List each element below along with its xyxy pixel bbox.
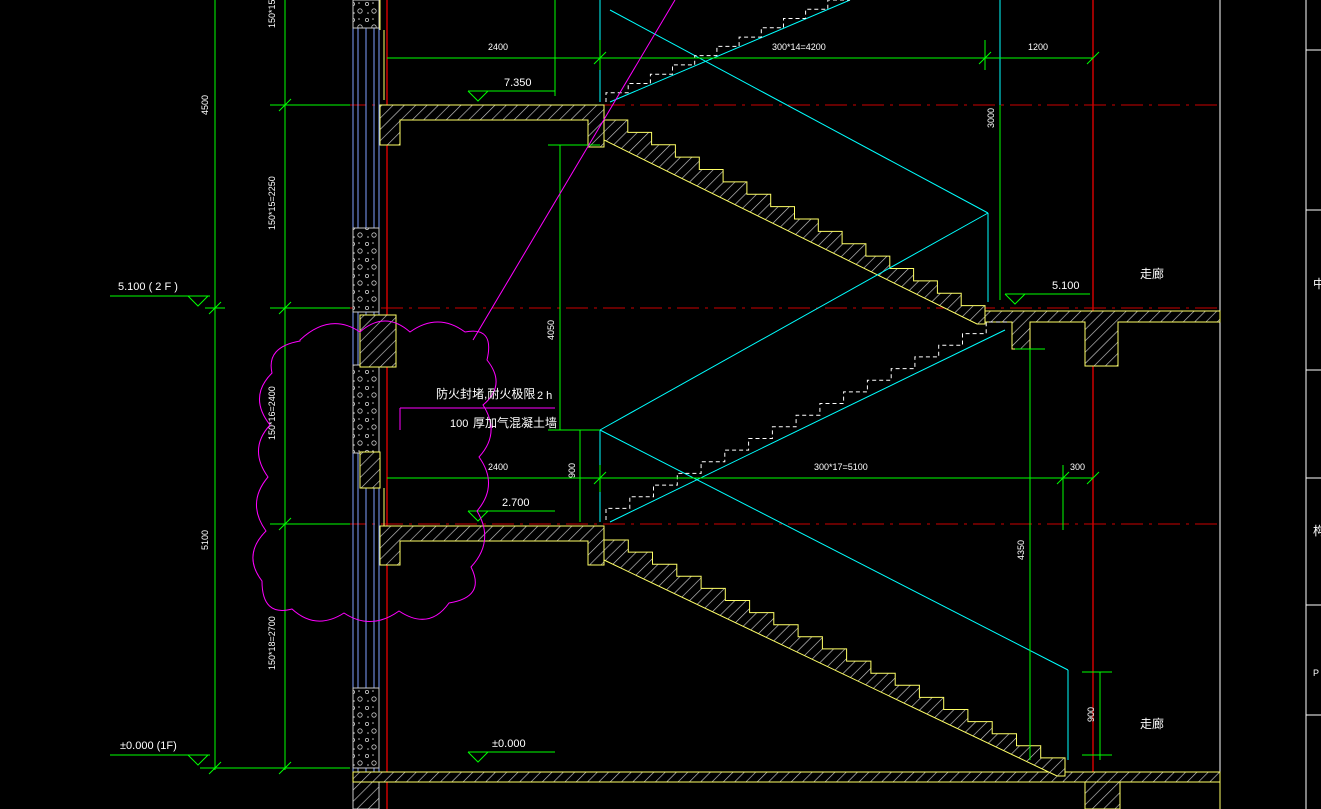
level-mid-landing-label: 2.700 xyxy=(502,497,530,509)
dim-lower-right: 300 xyxy=(1070,462,1085,472)
masonry-panel-upper xyxy=(352,227,380,313)
title-block-glyph-2: 构 xyxy=(1313,523,1321,538)
title-block-glyph-3: P xyxy=(1313,668,1319,678)
revision-cloud xyxy=(252,320,555,622)
dim-riser-mid: 150*16=2400 xyxy=(267,386,277,440)
level-marker-ground: ±0.000 (1F) xyxy=(110,740,210,766)
level-marker-2f: 5.100 ( 2 F ) xyxy=(110,281,210,307)
dim-riser-upper-top: 150*15=2250 xyxy=(267,0,277,28)
stair-flights xyxy=(603,119,1066,777)
level-2f-label: 5.100 ( 2 F ) xyxy=(118,281,178,293)
masonry-panel-mid xyxy=(352,364,380,454)
flight-upper-descending xyxy=(603,119,986,325)
beyond-flight-middle xyxy=(605,321,1010,520)
dim-riser-lower: 150*18=2700 xyxy=(267,616,277,670)
axis-lines xyxy=(270,0,1220,809)
masonry-panel-lower xyxy=(352,687,380,769)
fire-note-hours: 2 h xyxy=(537,390,552,402)
level-2f-corridor-label: 5.100 xyxy=(1052,280,1080,292)
level-top-landing-label: 7.350 xyxy=(504,77,532,89)
dim-lower-landing-width: 2400 xyxy=(488,462,508,472)
flight-lower-descending xyxy=(603,539,1066,777)
dim-riser-upper: 150*15=2250 xyxy=(267,176,277,230)
exterior-wall xyxy=(352,0,397,809)
level-marker-2f-corridor: 5.100 xyxy=(1004,280,1090,305)
dim-vertical-total-lower: 5100 xyxy=(200,530,210,550)
dim-upper-landing-width: 2400 xyxy=(488,42,508,52)
level-marker-mid-landing: 2.700 xyxy=(467,497,555,522)
level-marker-top-landing: 7.350 xyxy=(467,77,555,102)
fire-note-line2-prefix: 100 xyxy=(450,418,468,430)
dim-vertical-total-upper: 4500 xyxy=(200,95,210,115)
dim-height-window-sill: 900 xyxy=(567,463,577,478)
left-dimension-lines xyxy=(200,0,350,775)
title-block-glyph-1: 中 xyxy=(1313,276,1321,291)
masonry-panel-top xyxy=(352,0,380,29)
wall-beam-2f xyxy=(359,314,397,368)
beyond-step-profiles xyxy=(605,0,1010,520)
dim-height-upper-right: 3000 xyxy=(986,108,996,128)
slab-2f xyxy=(984,310,1221,367)
landing-mid xyxy=(379,525,605,566)
corridor-label-lower: 走廊 xyxy=(1140,716,1164,731)
stair-beyond-lines xyxy=(599,0,1069,760)
leader-line-magenta xyxy=(472,0,676,341)
dimension-lines-stairs xyxy=(387,0,1112,760)
level-marker-ground-stair: ±0.000 xyxy=(467,738,555,763)
corridor-label-upper: 走廊 xyxy=(1140,266,1164,281)
landing-upper xyxy=(379,104,605,148)
dim-height-mid: 4050 xyxy=(546,320,556,340)
slab-ground xyxy=(352,771,1221,809)
dim-lower-run: 300*17=5100 xyxy=(814,462,868,472)
dim-height-rail: 900 xyxy=(1086,707,1096,722)
fire-note-line1: 防火封堵,耐火极限 xyxy=(436,386,535,401)
fire-note-line2: 厚加气混凝土墙 xyxy=(473,415,557,430)
wall-beam-mid xyxy=(359,451,381,489)
dim-height-lower-right: 4350 xyxy=(1016,540,1026,560)
level-ground-label: ±0.000 (1F) xyxy=(120,740,177,752)
dim-upper-right: 1200 xyxy=(1028,42,1048,52)
level-ground-stair-label: ±0.000 xyxy=(492,738,526,750)
title-block xyxy=(1219,0,1321,809)
dim-upper-run: 300*14=4200 xyxy=(772,42,826,52)
